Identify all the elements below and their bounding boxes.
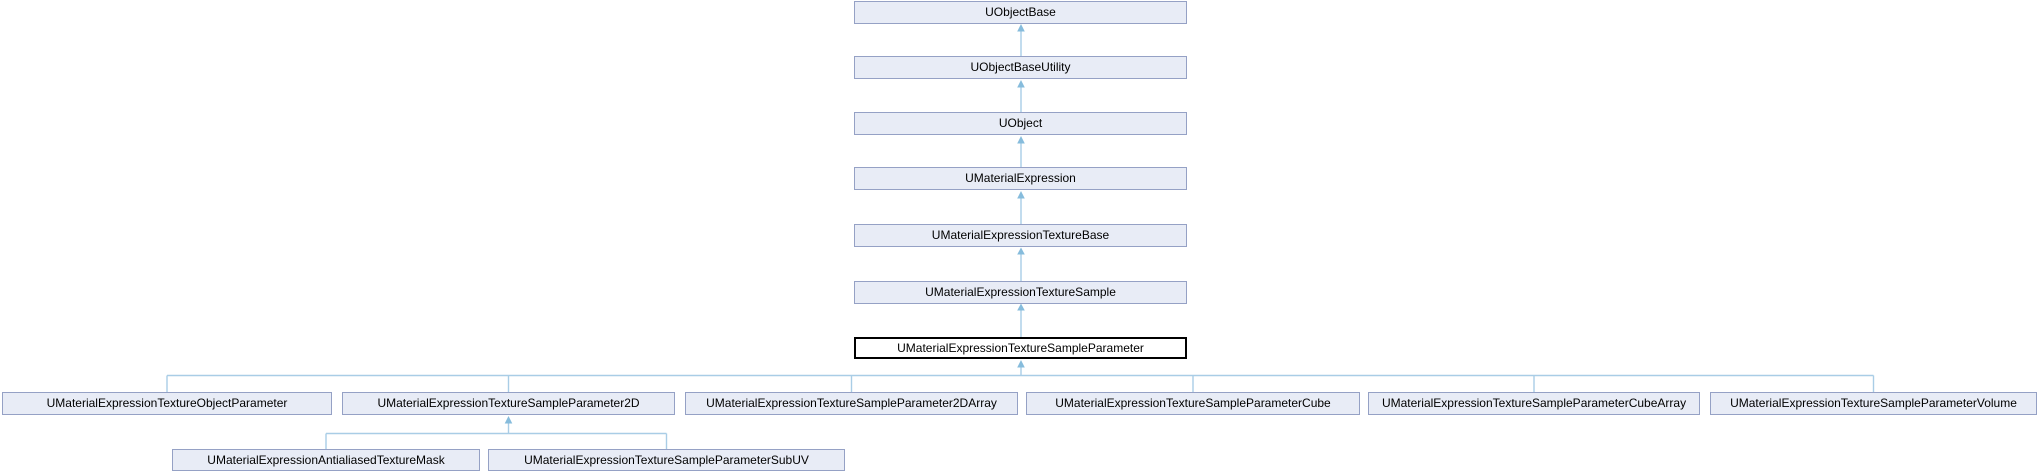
class-node-texturesampleparameter2darray[interactable]: UMaterialExpressionTextureSampleParamete… <box>685 392 1018 415</box>
class-node-umaterialexpressiontexturesample[interactable]: UMaterialExpressionTextureSample <box>854 281 1187 304</box>
class-node-texturesampleparametercube[interactable]: UMaterialExpressionTextureSampleParamete… <box>1026 392 1360 415</box>
class-node-uobjectbaseutility[interactable]: UObjectBaseUtility <box>854 56 1187 79</box>
class-node-texturesampleparametercubearray[interactable]: UMaterialExpressionTextureSampleParamete… <box>1368 392 1700 415</box>
class-node-umaterialexpressiontexturesampleparameter-current: UMaterialExpressionTextureSampleParamete… <box>854 337 1187 359</box>
class-node-uobject[interactable]: UObject <box>854 112 1187 135</box>
class-node-umaterialexpressiontexturebase[interactable]: UMaterialExpressionTextureBase <box>854 224 1187 247</box>
class-node-antialiasedtexturemask[interactable]: UMaterialExpressionAntialiasedTextureMas… <box>172 449 480 471</box>
class-node-texturesampleparametervolume[interactable]: UMaterialExpressionTextureSampleParamete… <box>1710 392 2037 415</box>
arrowhead-icons <box>504 24 1025 424</box>
class-node-texturesampleparameter2d[interactable]: UMaterialExpressionTextureSampleParamete… <box>342 392 675 415</box>
class-node-uobjectbase[interactable]: UObjectBase <box>854 1 1187 24</box>
class-node-umaterialexpression[interactable]: UMaterialExpression <box>854 167 1187 190</box>
class-node-texturesampleparametersubuv[interactable]: UMaterialExpressionTextureSampleParamete… <box>488 449 845 471</box>
class-node-textureobjectparameter[interactable]: UMaterialExpressionTextureObjectParamete… <box>2 392 332 415</box>
